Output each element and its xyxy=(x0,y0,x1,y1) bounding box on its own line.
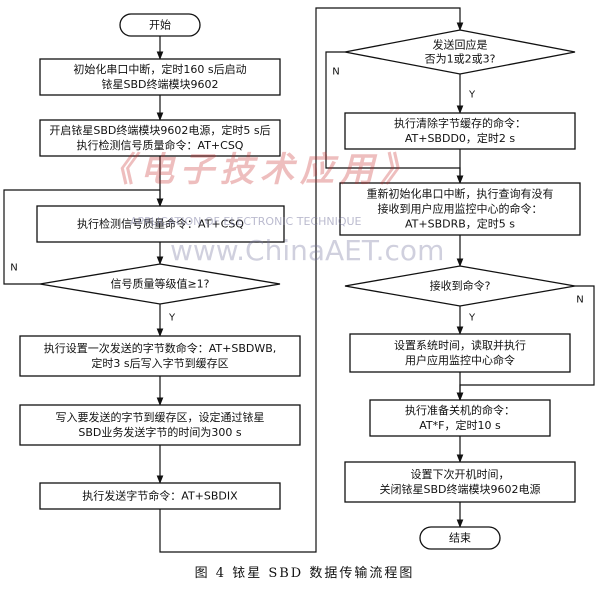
write-buffer-box-text: 写入要发送的字节到缓存区，设定通过铱星 xyxy=(56,410,265,424)
figure-caption: 图 4 铱星 SBD 数据传输流程图 xyxy=(194,566,415,581)
next-boot-box xyxy=(344,461,576,503)
check-signal-box-text: 执行检测信号质量命令：AT+CSQ xyxy=(77,217,244,231)
start-terminal-text: 开始 xyxy=(149,18,171,32)
response-yes-label: Y xyxy=(468,90,476,101)
shutdown-prep-box-text: AT*F，定时10 s xyxy=(419,418,501,432)
edge-signal-no-loop xyxy=(3,189,164,285)
set-time-box xyxy=(349,333,571,373)
watermark-subtitle: APPLICATION OF ELECTRONIC TECHNIQUE xyxy=(130,215,362,228)
next-boot-box-text: 关闭铱星SBD终端模块9602电源 xyxy=(380,482,541,496)
response-decision xyxy=(344,29,576,75)
query-command-box-text: 重新初始化串口中断，执行查询有没有 xyxy=(367,187,554,201)
signal-no-label: N xyxy=(10,263,17,274)
end-terminal-text: 结束 xyxy=(449,532,471,545)
shutdown-prep-box xyxy=(369,399,551,437)
watermark-title: 《电子技术应用》 xyxy=(100,150,420,190)
received-no-label: N xyxy=(576,295,583,306)
init-serial-box xyxy=(39,58,281,96)
write-buffer-box xyxy=(19,404,301,446)
received-decision xyxy=(344,265,576,307)
clear-buffer-box-text: AT+SBDD0，定时2 s xyxy=(405,131,516,145)
set-bytes-box xyxy=(19,335,301,377)
power-on-box-text: 开启铱星SBD终端模块9602电源，定时5 s后 xyxy=(49,123,270,137)
send-bytes-box xyxy=(39,482,281,510)
send-bytes-box-text: 执行发送字节命令：AT+SBDIX xyxy=(82,489,238,503)
set-time-box-text: 设置系统时间，读取并执行 xyxy=(394,338,526,352)
received-decision-text: 接收到命令? xyxy=(430,279,491,293)
start-terminal xyxy=(119,13,201,37)
end-terminal xyxy=(419,526,501,550)
write-buffer-box-text: SBD业务发送字节的时间为300 s xyxy=(78,425,241,439)
query-command-box xyxy=(339,182,581,236)
signal-yes-label: Y xyxy=(168,313,176,324)
set-bytes-box-text: 执行设置一次发送的字节数命令：AT+SBDWB, xyxy=(44,341,277,355)
set-time-box-text: 用户应用监控中心命令 xyxy=(405,353,515,367)
response-decision-text: 否为1或2或3? xyxy=(425,53,496,66)
watermark-site: www.ChinaAET.com xyxy=(170,234,445,267)
clear-buffer-box-text: 执行清除字节缓存的命令： xyxy=(394,116,526,130)
shutdown-prep-box-text: 执行准备关机的命令： xyxy=(405,403,515,417)
next-boot-box-text: 设置下次开机时间， xyxy=(411,467,510,481)
init-serial-box-text: 铱星SBD终端模块9602 xyxy=(102,77,219,91)
response-decision-text: 发送回应是 xyxy=(433,38,488,52)
init-serial-box-text: 初始化串口中断，定时160 s后启动 xyxy=(73,62,246,76)
power-on-box xyxy=(39,119,281,157)
clear-buffer-box xyxy=(344,112,576,150)
check-signal-box xyxy=(36,205,285,243)
query-command-box-text: 接收到用户应用监控中心的命令： xyxy=(378,202,543,216)
power-on-box-text: 执行检测信号质量命令：AT+CSQ xyxy=(77,138,244,152)
query-command-box-text: AT+SBDRB，定时5 s xyxy=(405,217,515,231)
edge-send-response xyxy=(159,7,464,553)
set-bytes-box-text: 定时3 s后写入字节到缓存区 xyxy=(91,356,228,370)
signal-decision xyxy=(39,263,281,305)
response-no-label: N xyxy=(332,67,339,78)
received-yes-label: Y xyxy=(468,313,476,324)
signal-decision-text: 信号质量等级值≥1? xyxy=(110,277,209,291)
